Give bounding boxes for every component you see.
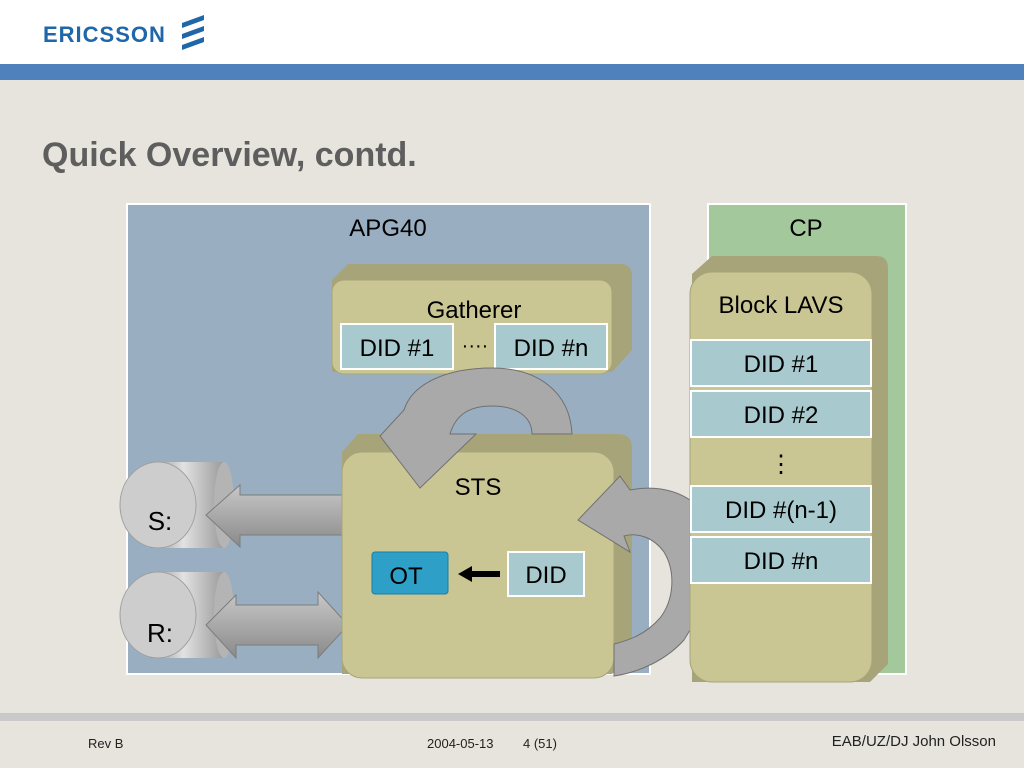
r-cylinder: R: (119, 571, 234, 659)
arrow-left-icon (458, 566, 500, 582)
footer-divider (0, 713, 1024, 721)
lavs-row-label: DID #2 (744, 402, 819, 429)
s-label: S: (148, 506, 173, 536)
r-label: R: (147, 618, 173, 648)
lavs-row-label: DID #n (744, 548, 819, 575)
architecture-diagram: APG40 CP Gatherer DID #1 ···· DID #n S: … (119, 203, 907, 683)
footer-date: 2004-05-13 (427, 736, 494, 751)
footer-rev: Rev B (88, 736, 124, 751)
slide-title: Quick Overview, contd. (42, 136, 417, 174)
gatherer-did-first (340, 323, 454, 370)
gatherer-did-first-text: DID #1 (360, 335, 435, 362)
accent-bar (0, 64, 1024, 80)
header-bar (0, 0, 1024, 64)
footer-page: 4 (51) (523, 736, 557, 751)
gatherer-did-last (494, 323, 608, 370)
block-lavs-label: Block LAVS (719, 292, 844, 319)
ericsson-logo-icon (182, 15, 204, 50)
footer-author: EAB/UZ/DJ John Olsson (831, 733, 996, 750)
curved-arrow-sts-cp (577, 475, 691, 677)
lavs-ellipsis: ⋮ (769, 451, 793, 478)
ericsson-logo-text: ERICSSON (43, 22, 166, 47)
gatherer-did-last-text: DID #n (514, 335, 589, 362)
curved-arrow-gatherer-sts (379, 367, 573, 489)
lavs-row-box (690, 339, 872, 387)
apg40-label: APG40 (349, 215, 426, 242)
block-lavs: Block LAVS DID #1 DID #2 ⋮ DID #(n-1) DID #n (689, 256, 888, 683)
gatherer-block: Gatherer DID #1 ···· DID #n (331, 264, 632, 375)
ot-label: OT (389, 563, 423, 590)
sts-did-label: DID (525, 562, 566, 589)
lavs-row-box (690, 390, 872, 438)
lavs-row-box (690, 536, 872, 584)
gatherer-ellipsis: ···· (462, 335, 489, 357)
cp-label: CP (789, 215, 822, 242)
ot-box (371, 551, 449, 595)
lavs-row-box (690, 485, 872, 533)
sts-block: STS OT DID (341, 434, 632, 679)
sts-did-box (507, 551, 585, 597)
lavs-row-label: DID #(n-1) (725, 497, 837, 524)
sts-label: STS (455, 474, 502, 501)
gatherer-label: Gatherer (427, 297, 522, 324)
s-cylinder: S: (119, 461, 234, 549)
lavs-row-label: DID #1 (744, 351, 819, 378)
